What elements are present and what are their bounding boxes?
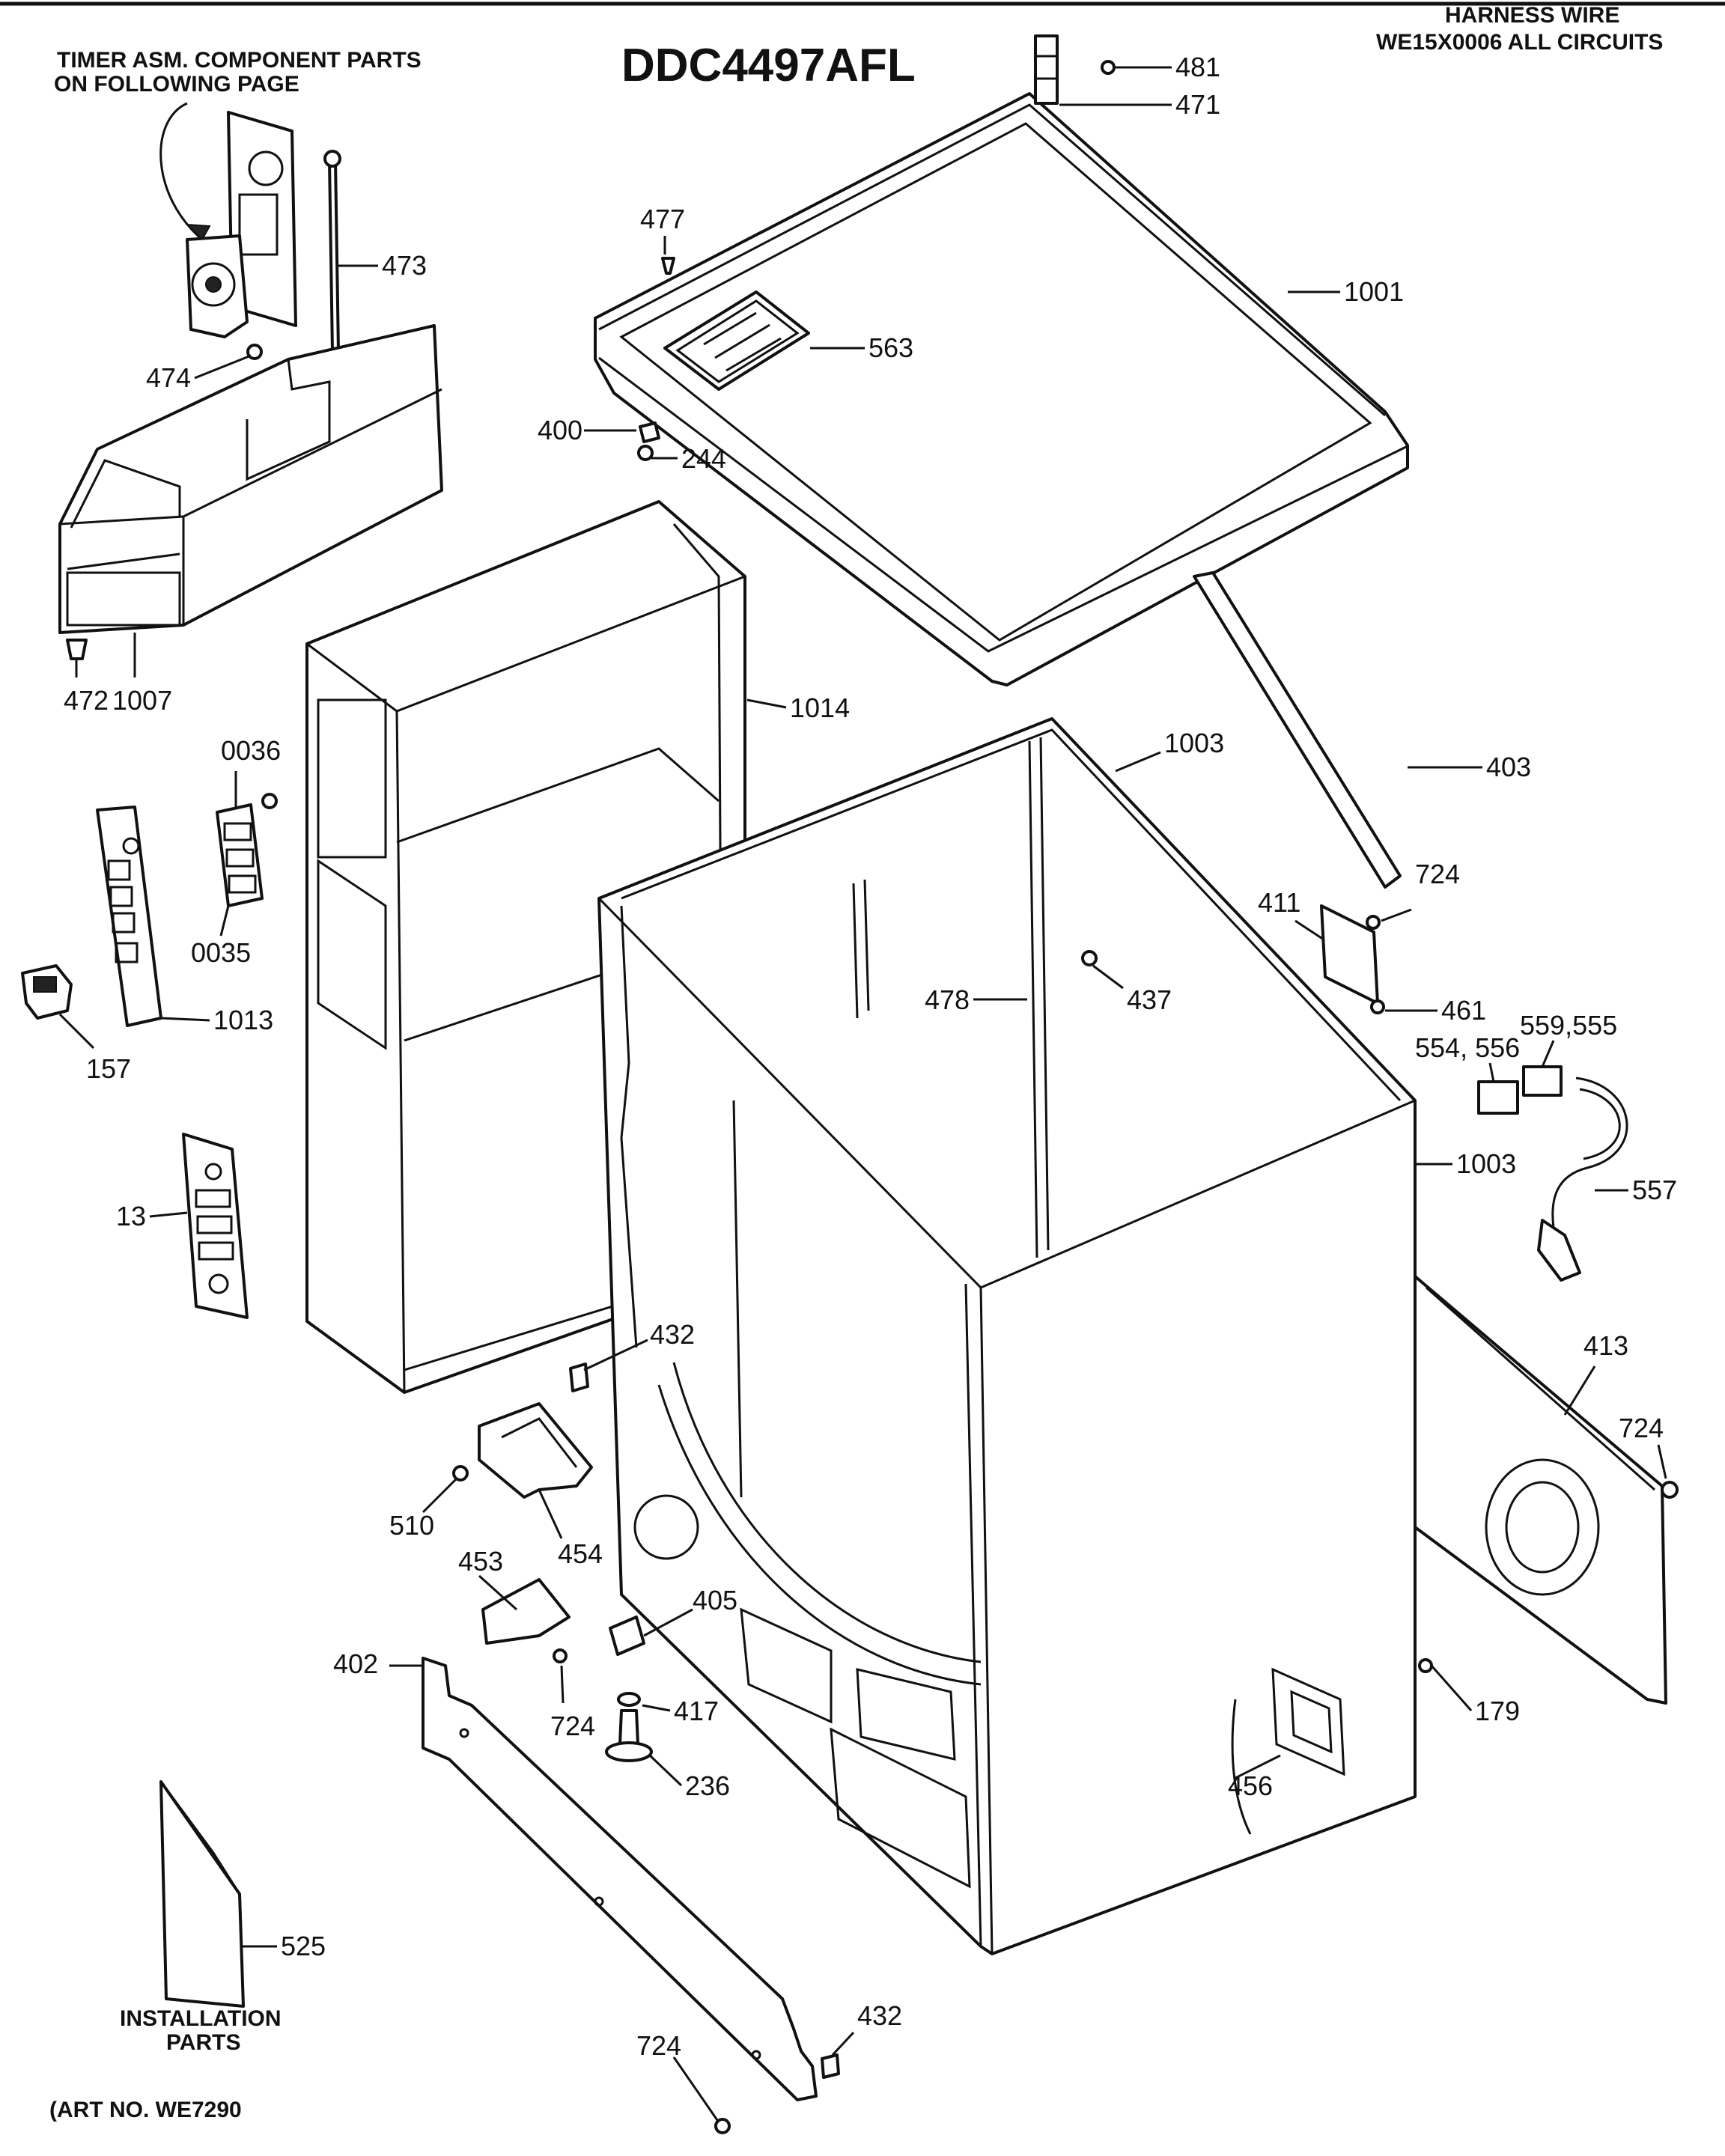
- callout-1014: 1014: [790, 692, 850, 723]
- callout-557: 557: [1632, 1175, 1677, 1205]
- callout-0035: 0035: [191, 937, 251, 968]
- callout-405: 405: [693, 1585, 737, 1616]
- callout-477: 477: [640, 204, 685, 234]
- screw-510: [452, 1465, 469, 1482]
- callout-236: 236: [685, 1770, 730, 1801]
- switch-157: [21, 964, 73, 1020]
- callout-525: 525: [281, 1931, 326, 1961]
- callout-510: 510: [389, 1510, 434, 1541]
- leg-236: [618, 1709, 639, 1746]
- callout-454: 454: [558, 1538, 603, 1569]
- callout-472: 472: [64, 685, 109, 716]
- timer-assembly: [186, 111, 297, 338]
- callout-411: 411: [1258, 887, 1300, 918]
- callout-labels: 481 471 473 477 1001 563 474 400 244 472…: [64, 52, 1677, 2061]
- callout-453: 453: [458, 1546, 503, 1577]
- panel-1013: [96, 806, 162, 1027]
- screw-0036: [261, 793, 278, 809]
- clip-400: [639, 421, 660, 443]
- callout-559-555: 559,555: [1520, 1010, 1617, 1041]
- callout-403: 403: [1486, 752, 1531, 782]
- control-box-1007: [58, 324, 443, 634]
- callout-724-cover: 724: [1415, 859, 1460, 889]
- callout-461: 461: [1441, 995, 1486, 1026]
- leader-lines: [58, 66, 1667, 2123]
- callout-179: 179: [1475, 1696, 1520, 1726]
- switch-block-0035: [216, 803, 264, 907]
- timer-note-line2: ON FOLLOWING PAGE: [54, 72, 299, 97]
- callout-473: 473: [382, 250, 427, 281]
- screw-724-rear: [1661, 1481, 1679, 1499]
- callout-478: 478: [925, 984, 970, 1015]
- callout-481: 481: [1175, 52, 1220, 82]
- timer-note-arrowhead: [185, 223, 211, 241]
- envelope-flap: [159, 1781, 241, 1895]
- callout-432-toe: 432: [857, 2000, 902, 2031]
- callout-1003-side: 1003: [1456, 1148, 1516, 1179]
- callout-724-bracket: 724: [550, 1711, 595, 1741]
- toe-panel-402: [422, 1657, 818, 2101]
- bracket-453: [481, 1578, 571, 1645]
- screw-461: [1370, 999, 1385, 1014]
- callout-157: 157: [86, 1053, 131, 1084]
- installation-envelope-525: [159, 1780, 245, 2008]
- seal-403: [1193, 571, 1402, 889]
- rear-panel-413: [1414, 1275, 1667, 1705]
- callout-432-bracket: 432: [650, 1319, 695, 1350]
- callout-1001: 1001: [1344, 276, 1404, 307]
- art-number: (ART NO. WE7290: [49, 2098, 242, 2122]
- callout-724-rear: 724: [1619, 1413, 1664, 1443]
- callout-471: 471: [1175, 89, 1220, 120]
- callout-563: 563: [868, 332, 913, 363]
- callout-402: 402: [333, 1648, 378, 1679]
- model-title: DDC4497AFL: [621, 40, 916, 91]
- callout-1007: 1007: [112, 685, 172, 716]
- timer-note-line1: TIMER ASM. COMPONENT PARTS: [57, 48, 422, 73]
- harness-note-line2: WE15X0006 ALL CIRCUITS: [1376, 30, 1663, 55]
- hinge-471: [1034, 34, 1059, 105]
- pin-477: [661, 257, 675, 275]
- screw-724-toe: [714, 2118, 731, 2134]
- callout-437: 437: [1127, 984, 1172, 1015]
- clip-432: [569, 1362, 589, 1392]
- rod-473: [328, 159, 340, 353]
- callout-474: 474: [146, 362, 191, 393]
- callout-417: 417: [674, 1696, 719, 1726]
- screw-724-cover: [1366, 915, 1381, 930]
- callout-413: 413: [1583, 1330, 1628, 1361]
- bracket-405: [609, 1616, 645, 1656]
- screw-472: [66, 639, 88, 660]
- callout-456: 456: [1228, 1770, 1273, 1801]
- rod-473-head: [323, 150, 341, 168]
- callout-400: 400: [538, 415, 582, 445]
- screw-244: [637, 445, 654, 461]
- installation-note-line1: INSTALLATION: [120, 2006, 282, 2031]
- bracket-454: [478, 1402, 593, 1499]
- top-cover-1001: [594, 92, 1409, 686]
- cabinet-1003: [597, 717, 1417, 1955]
- callout-13: 13: [116, 1201, 146, 1231]
- screw-179: [1418, 1658, 1433, 1673]
- faceplate-13: [182, 1133, 249, 1319]
- harness-note-line1: HARNESS WIRE: [1445, 3, 1619, 28]
- callout-1013: 1013: [213, 1005, 273, 1035]
- power-cord-557: [1477, 1065, 1628, 1282]
- callout-0036: 0036: [221, 735, 281, 766]
- callout-554-556: 554, 556: [1415, 1032, 1520, 1063]
- callout-244: 244: [681, 443, 726, 474]
- nut-417: [617, 1692, 641, 1707]
- screw-437: [1081, 950, 1098, 966]
- leg-236-base: [605, 1741, 653, 1762]
- screw-481: [1101, 60, 1116, 75]
- callout-724-toe: 724: [636, 2030, 681, 2061]
- installation-note-line2: PARTS: [166, 2030, 240, 2055]
- screw-724-bracket: [553, 1648, 568, 1663]
- timer-note-arrow: [159, 102, 203, 241]
- screw-474: [246, 344, 263, 360]
- callout-1003-top: 1003: [1164, 728, 1224, 758]
- clip-432-toe: [821, 2053, 840, 2079]
